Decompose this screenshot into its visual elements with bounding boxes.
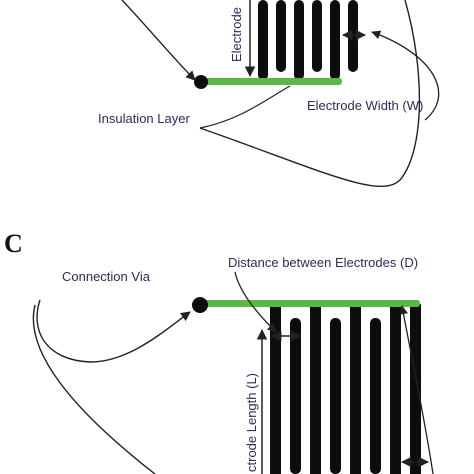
c-electrode-finger bbox=[390, 304, 401, 474]
c-leader-distance bbox=[234, 271, 277, 333]
top-electrode-finger bbox=[294, 0, 304, 80]
c-distance-between-electrodes-label: Distance between Electrodes (D) bbox=[228, 255, 418, 270]
top-insulation-layer-label: Insulation Layer bbox=[98, 111, 190, 126]
c-insulation-layer-bar bbox=[204, 300, 420, 307]
top-electrode-length-label: Electrode bbox=[229, 7, 244, 62]
c-electrode-finger bbox=[290, 318, 301, 474]
panel-c-letter: C bbox=[4, 229, 23, 258]
c-leader-right bbox=[399, 305, 434, 474]
c-electrode-finger bbox=[270, 304, 281, 474]
c-electrode-comb bbox=[270, 304, 421, 474]
top-long-leader bbox=[199, 0, 421, 188]
c-electrode-finger bbox=[350, 304, 361, 474]
c-electrode-finger bbox=[330, 318, 341, 474]
top-electrode-finger bbox=[348, 0, 358, 72]
panel-c: C ctrode Length (L) bbox=[4, 229, 434, 474]
c-electrode-length-label: ctrode Length (L) bbox=[244, 373, 259, 472]
top-insulation-layer-bar bbox=[203, 78, 342, 85]
c-leader-via-to-bottom bbox=[32, 304, 156, 474]
c-electrode-finger bbox=[370, 318, 381, 474]
top-electrode-width-label: Electrode Width (W) bbox=[307, 98, 423, 113]
c-electrode-finger bbox=[410, 304, 421, 474]
top-electrode-finger bbox=[276, 0, 286, 72]
top-electrode-finger bbox=[312, 0, 322, 72]
c-connection-via-label: Connection Via bbox=[62, 269, 151, 284]
top-panel: Electrode Insulation Layer Electrode Wid… bbox=[98, 0, 440, 188]
c-leader-to-via bbox=[36, 299, 191, 363]
c-electrode-finger bbox=[310, 304, 321, 474]
top-leader-to-via bbox=[121, 0, 196, 81]
top-electrode-comb bbox=[258, 0, 358, 80]
top-electrode-finger bbox=[330, 0, 340, 80]
top-leader-width bbox=[371, 30, 440, 121]
top-electrode-finger bbox=[258, 0, 268, 80]
top-connection-via-dot bbox=[194, 75, 208, 89]
top-leader-insulation bbox=[199, 85, 291, 129]
c-connection-via-dot bbox=[192, 297, 208, 313]
